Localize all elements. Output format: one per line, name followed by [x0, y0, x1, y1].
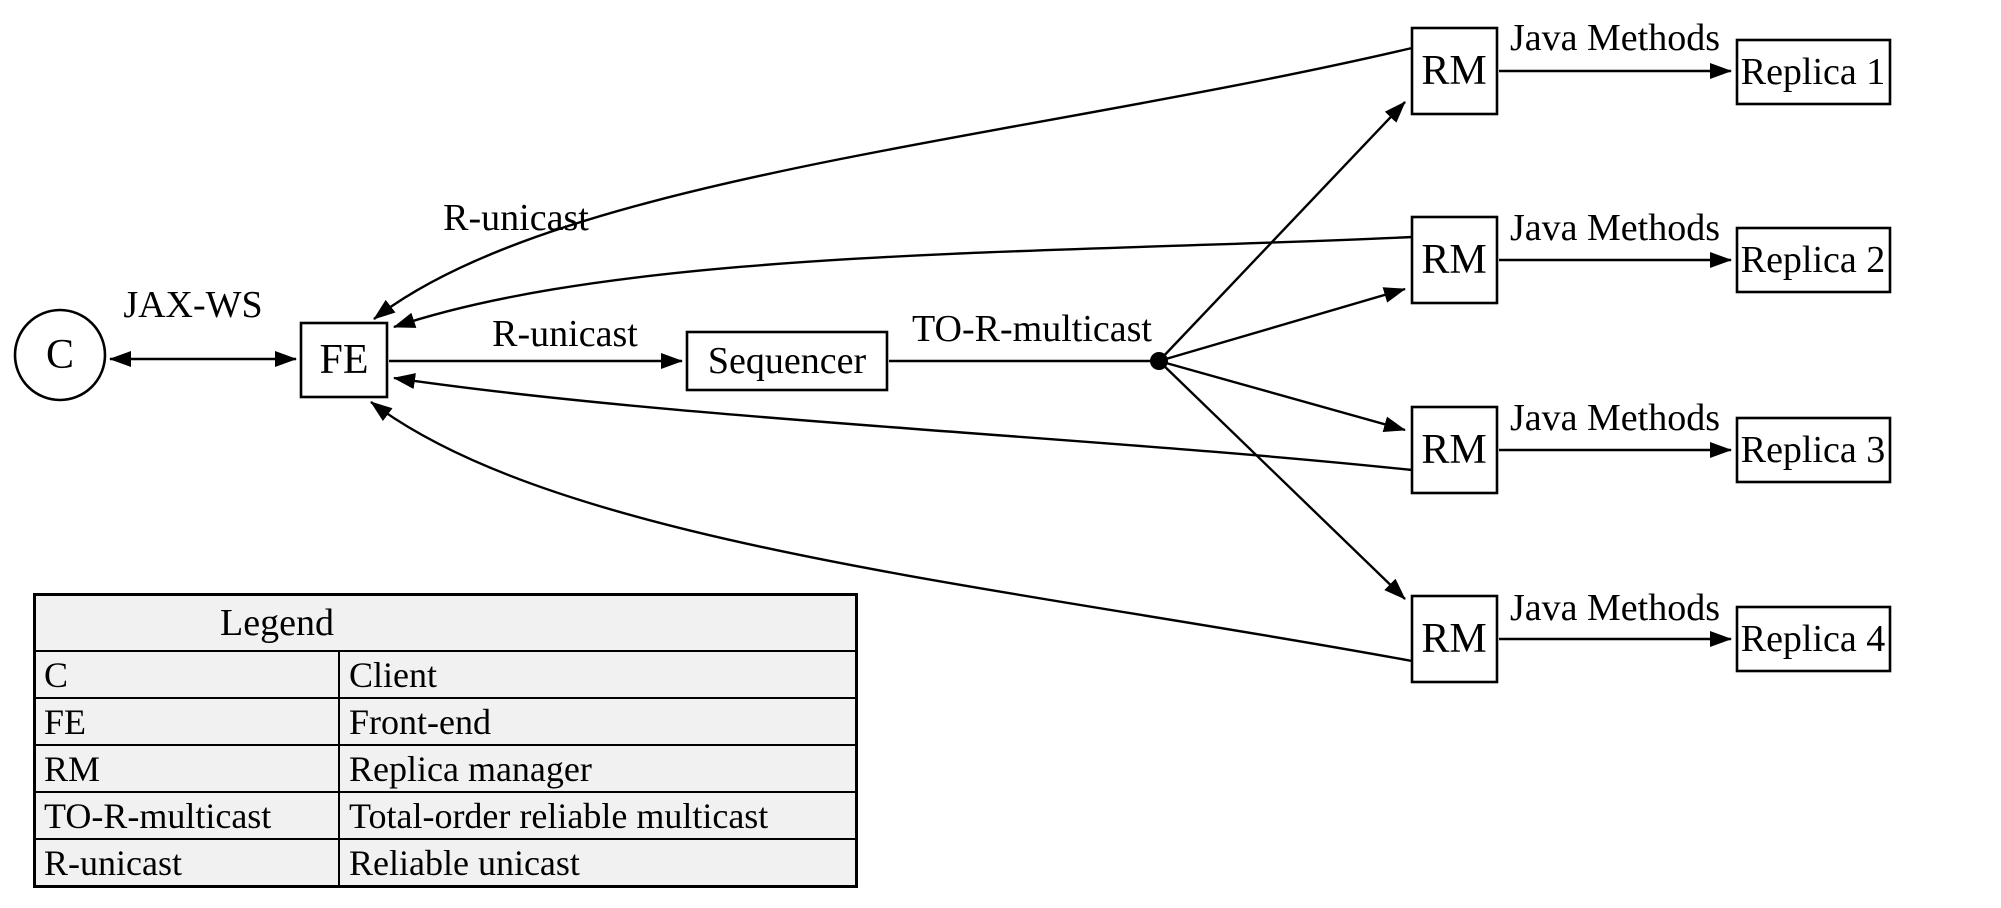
frontend-label: FE — [319, 337, 368, 383]
legend-title-text: Legend — [220, 602, 334, 644]
edge-rm1-frontend — [373, 46, 1413, 320]
rm1-label: RM — [1421, 48, 1486, 94]
edge-rm4-frontend — [370, 401, 1413, 663]
legend-key: C — [36, 652, 340, 697]
legend-value: Reliable unicast — [349, 842, 580, 883]
edge-dot-rm3 — [1158, 359, 1406, 433]
sequencer-label: Sequencer — [708, 340, 867, 382]
replica2-node — [1735, 226, 1892, 294]
legend-row: RM Replica manager — [36, 746, 855, 793]
replica4-label: Replica 4 — [1741, 618, 1886, 660]
legend-table: Legend C Client FE Front-end RM Replica … — [33, 593, 858, 888]
legend-title: Legend — [36, 596, 855, 652]
r-unicast-mid-label: R-unicast — [492, 313, 638, 355]
legend-key: RM — [36, 746, 340, 791]
rm2-node — [1410, 215, 1499, 305]
java-methods-label-1: Java Methods — [1510, 17, 1720, 59]
legend-row: FE Front-end — [36, 699, 855, 746]
edge-dot-rm4 — [1158, 360, 1406, 600]
to-r-multicast-label: TO-R-multicast — [912, 308, 1152, 350]
legend-key: FE — [36, 699, 340, 744]
rm4-label: RM — [1421, 616, 1486, 662]
java-methods-label-4: Java Methods — [1510, 587, 1720, 629]
java-methods-label-2: Java Methods — [1510, 207, 1720, 249]
legend-key: TO-R-multicast — [36, 793, 340, 838]
replica3-node — [1735, 416, 1892, 484]
sequencer-node — [685, 330, 889, 392]
edge-dot-rm1 — [1158, 101, 1406, 362]
replica1-node — [1735, 38, 1892, 106]
rm4-node — [1410, 594, 1499, 684]
multicast-dot — [1150, 352, 1168, 370]
legend-value: Front-end — [349, 701, 491, 742]
rm3-node — [1410, 405, 1499, 495]
replica1-label: Replica 1 — [1741, 51, 1886, 93]
legend-value: Total-order reliable multicast — [349, 795, 769, 836]
client-node — [13, 308, 107, 402]
java-methods-label-3: Java Methods — [1510, 397, 1720, 439]
legend-value: Replica manager — [349, 748, 592, 789]
rm3-label: RM — [1421, 427, 1486, 473]
replica4-node — [1735, 605, 1892, 673]
rm1-node — [1410, 26, 1499, 116]
edge-rm2-frontend — [393, 235, 1413, 329]
legend-row: R-unicast Reliable unicast — [36, 840, 855, 885]
replica2-label: Replica 2 — [1741, 239, 1886, 281]
edge-rm3-frontend — [393, 373, 1413, 472]
jaxws-label: JAX-WS — [123, 284, 262, 326]
legend-value: Client — [349, 654, 437, 695]
client-label: C — [46, 332, 74, 378]
replica3-label: Replica 3 — [1741, 429, 1886, 471]
edge-dot-rm2 — [1158, 287, 1406, 363]
legend-row: TO-R-multicast Total-order reliable mult… — [36, 793, 855, 840]
legend-key: R-unicast — [36, 840, 340, 885]
legend-row: C Client — [36, 652, 855, 699]
r-unicast-top-label: R-unicast — [443, 197, 589, 239]
frontend-node — [299, 321, 389, 399]
rm2-label: RM — [1421, 237, 1486, 283]
